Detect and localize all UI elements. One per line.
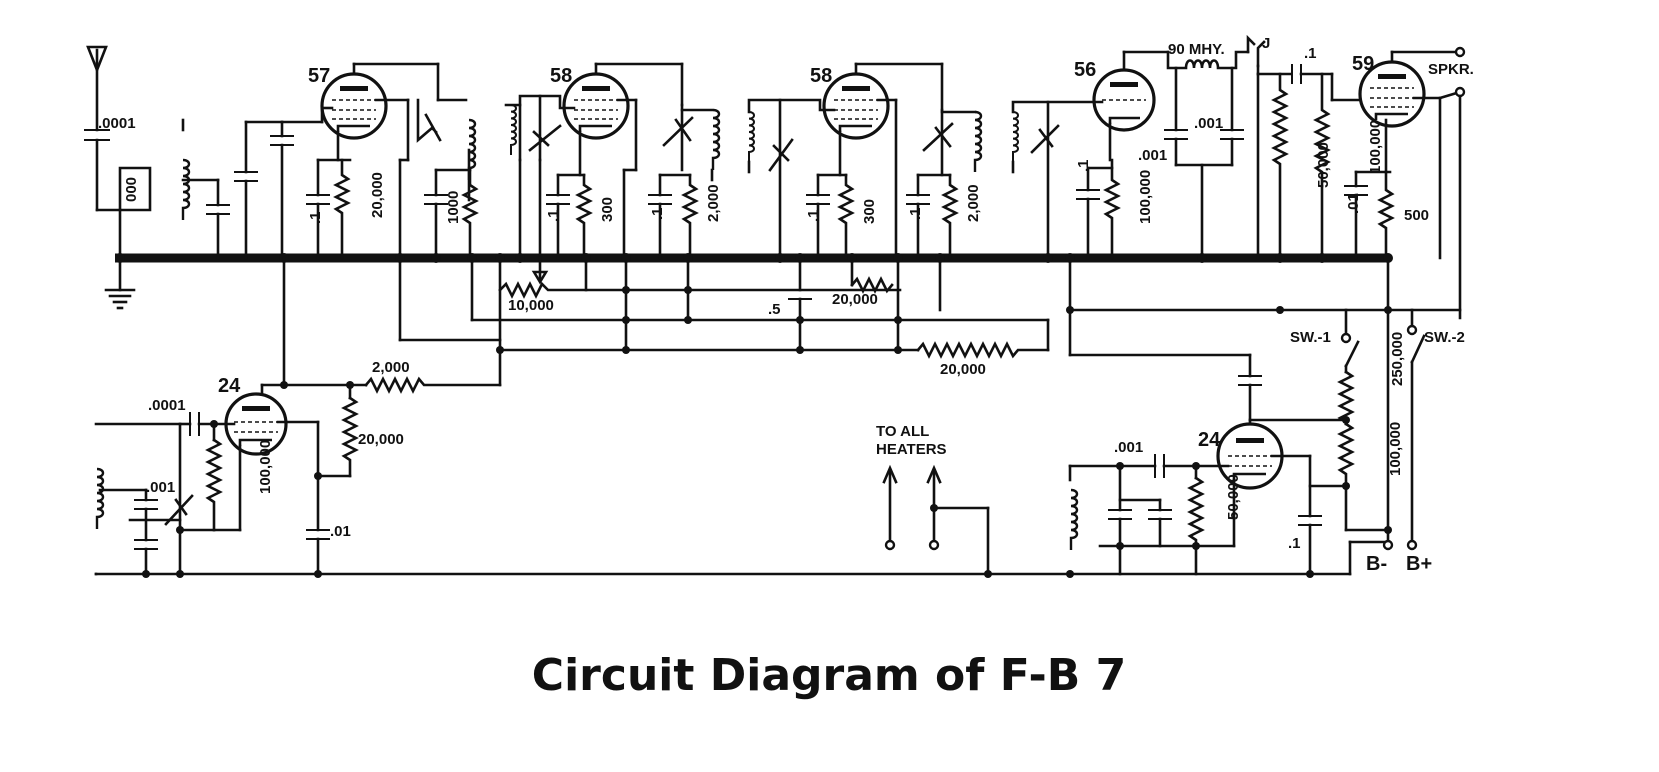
tube-59-label: 59: [1352, 53, 1374, 75]
tube-58-a-cathode-network: [546, 130, 593, 260]
tube-56: [1046, 50, 1170, 162]
label-c-0001-osc: .0001: [148, 397, 186, 414]
label-bplus: B+: [1406, 553, 1432, 575]
if-transformer-3: [906, 108, 983, 260]
label-r-100000-c: 100,000: [1387, 422, 1404, 476]
label-c-1-a: .1: [307, 211, 324, 224]
label-sw2: SW.-2: [1424, 329, 1465, 346]
tube-24-a: [224, 383, 330, 576]
label-r-100000-b: 100,000: [1367, 120, 1384, 174]
if-transformer-3-secondary: [1011, 100, 1060, 260]
diagram-caption: Circuit Diagram of F-B 7: [532, 650, 1126, 701]
label-jack-j: J: [1262, 35, 1270, 52]
label-spkr: SPKR.: [1428, 61, 1474, 78]
label-sw1: SW.-1: [1290, 329, 1331, 346]
bottom-return-line: [94, 570, 1352, 578]
if-transformer-1: [416, 98, 479, 260]
label-choke-90: 90 MHY.: [1168, 41, 1225, 58]
jack-j: [1246, 34, 1292, 76]
tube-57: [320, 62, 440, 260]
label-r-50000-b: 50,000: [1225, 474, 1242, 520]
label-c-1-d: .1: [805, 209, 822, 222]
label-c-01-osc: .01: [330, 523, 351, 540]
antenna: 000: [84, 45, 152, 260]
label-r-2000-b: 2,000: [965, 184, 982, 222]
label-c-01-a: .01: [1345, 193, 1362, 214]
label-r-1000: 1000: [445, 191, 462, 224]
label-pot-10000: 10,000: [508, 297, 554, 314]
label-c-5: .5: [768, 301, 781, 318]
coupling-network-59: [1256, 64, 1362, 260]
tube-58-b-cathode-network: [806, 130, 855, 260]
tube-24-b: [1216, 418, 1348, 576]
tube-58-b-label: 58: [810, 65, 832, 87]
label-c-1-f: .1: [1288, 535, 1301, 552]
tube-57-cathode-network: [306, 158, 352, 260]
tube-56-label: 56: [1074, 59, 1096, 81]
label-r-2000-a: 2,000: [705, 184, 722, 222]
label-r-500: 500: [1404, 207, 1429, 224]
heater-terminals: [882, 464, 990, 576]
label-heaters-1: TO ALL: [876, 423, 929, 440]
switch-2-bplus: [1406, 308, 1426, 551]
label-c-1-c: .1: [649, 207, 666, 220]
label-r-20000-c: 20,000: [940, 361, 986, 378]
tube-59-cathode-network: [1344, 170, 1395, 260]
label-r-100000-osc: 100,000: [257, 440, 274, 494]
label-bminus: B-: [1366, 553, 1387, 575]
tube-57-label: 57: [308, 65, 330, 87]
label-c-1-top: .1: [1304, 45, 1317, 62]
label-r-2000-c: 2,000: [372, 359, 410, 376]
label-r-50000: 50,000: [1315, 142, 1332, 188]
label-c-001-b: .001: [1194, 115, 1223, 132]
label-c-001-a: .001: [1138, 147, 1167, 164]
if-transformer-2-secondary: [747, 98, 836, 260]
label-r-300-a: 300: [599, 197, 616, 222]
choke-90mhy: [1164, 50, 1250, 260]
label-c-001-b2: .001: [1114, 439, 1143, 456]
ground-symbol: [104, 256, 136, 310]
tube-59: [1358, 50, 1462, 174]
label-r-300-b: 300: [861, 199, 878, 224]
rf-coil-1: [183, 118, 230, 260]
volume-divider: [1337, 308, 1394, 576]
tube-56-cathode-network: [1076, 158, 1121, 260]
label-c-0001-ant: .0001: [98, 115, 136, 132]
tube-24-b-grid-network: [1068, 454, 1236, 576]
label-heaters-2: HEATERS: [876, 441, 947, 458]
if-transformer-2: [648, 103, 721, 260]
tube-24-a-label: 24: [218, 375, 241, 397]
if-transformer-1-secondary: [504, 94, 576, 260]
tuning-caps-1: [234, 120, 324, 260]
svg-text:000: 000: [123, 177, 140, 202]
label-r-20000-a: 20,000: [369, 172, 386, 218]
tube-24-b-label: 24: [1198, 429, 1221, 451]
label-r-250000: 250,000: [1389, 332, 1406, 386]
label-c-1-e: .1: [907, 207, 924, 220]
tube-58-a: [562, 62, 684, 260]
tube-58-b: [822, 62, 944, 260]
label-c-1-e2: .1: [1075, 159, 1092, 172]
distribution-lines: [398, 256, 1462, 544]
oscillator-feed: [260, 256, 502, 478]
label-r-20000-b: 20,000: [832, 291, 878, 308]
label-r-100000-a: 100,000: [1137, 170, 1154, 224]
label-c-001-osc: .001: [146, 479, 175, 496]
bus-junctions: [115, 253, 1393, 354]
tube-58-a-label: 58: [550, 65, 572, 87]
speaker-terminals: [1438, 46, 1466, 320]
label-r-20000-d: 20,000: [358, 431, 404, 448]
label-c-1-b: .1: [545, 209, 562, 222]
